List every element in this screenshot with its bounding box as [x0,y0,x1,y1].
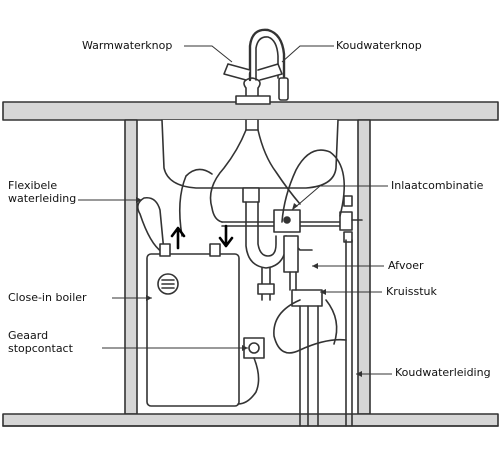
vertical-pipe-1 [299,305,309,427]
hose-warm [209,129,247,223]
label-socket-line-2: stopcontact [8,342,73,355]
label-flexible-line-2: waterleiding [8,192,77,205]
socket [237,337,265,405]
hose-cold-faucet [257,129,301,205]
cross-piece [283,235,323,307]
hose-boiler-out [178,168,213,237]
label-drain: Afvoer [388,259,424,272]
label-boiler: Close-in boiler [8,291,87,304]
label-cold-water-line: Koudwaterleiding [395,366,491,379]
label-cold-knob: Koudwaterknop [336,39,422,52]
hose-cross-loop [273,299,347,354]
inlet-combination [273,195,363,243]
leader-inlet [291,185,388,211]
leader-warm [184,45,233,63]
vertical-pipe-3 [345,239,353,427]
cabinet-right-side [357,119,371,415]
label-warm-knob: Warmwaterknop [82,39,173,52]
label-socket-line-1: Geaard [8,329,49,342]
faucet [223,28,289,131]
drain-pipe [242,187,313,301]
label-cross-piece: Kruisstuk [386,285,437,298]
boiler [146,243,240,407]
leader-cold [281,45,334,63]
label-flexible-line-1: Flexibele [8,179,58,192]
cabinet-left-side [124,119,138,415]
label-inlet-combination: Inlaatcombinatie [391,179,484,192]
arrow-down [218,224,234,248]
arrow-up [170,226,186,250]
cabinet-floor [2,413,499,427]
hose-boiler-in [136,196,165,253]
hose-right-loop [281,149,346,223]
